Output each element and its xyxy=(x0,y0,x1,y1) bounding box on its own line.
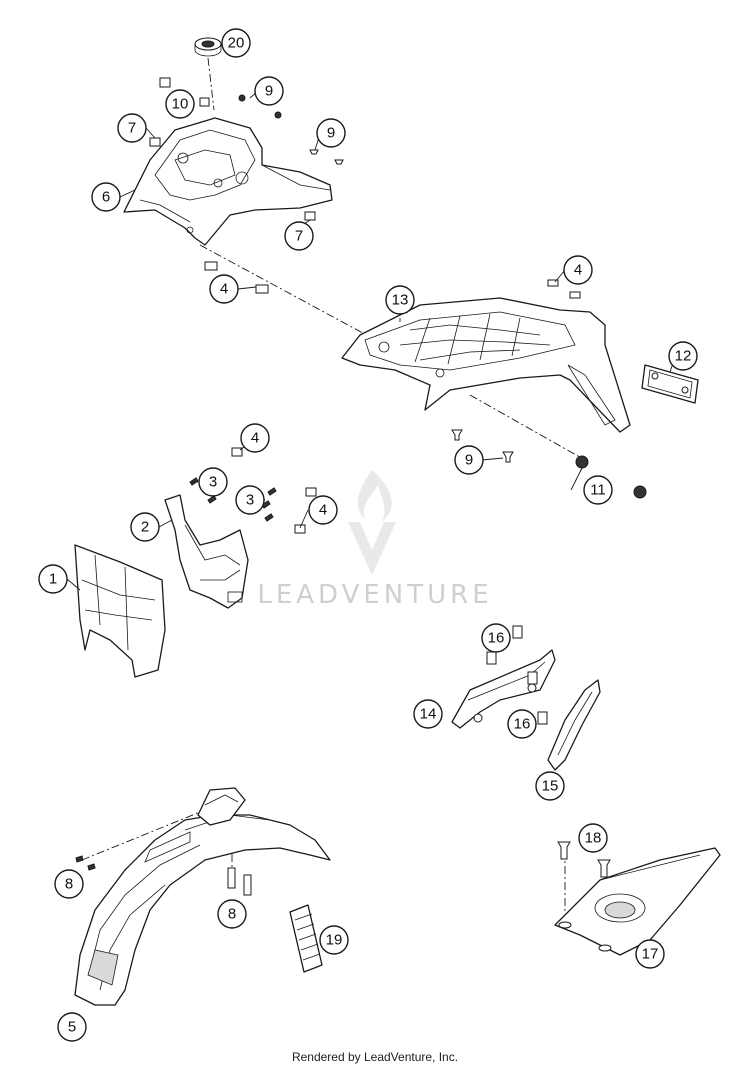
part-grommet xyxy=(194,37,222,57)
watermark-logo xyxy=(348,470,396,575)
callout-11: 11 xyxy=(583,475,613,505)
svg-text:17: 17 xyxy=(642,946,659,963)
svg-text:2: 2 xyxy=(141,519,149,536)
hardware-screws-9-lower xyxy=(451,429,514,463)
hardware-screws-8 xyxy=(75,855,252,896)
callout-3a: 3 xyxy=(198,467,228,497)
assembly-line-20 xyxy=(207,57,215,111)
svg-text:4: 4 xyxy=(319,502,327,519)
svg-text:4: 4 xyxy=(220,281,228,298)
callout-16b: 16 xyxy=(507,709,537,739)
svg-text:20: 20 xyxy=(228,35,245,52)
callout-16a: 16 xyxy=(481,623,511,653)
callout-18: 18 xyxy=(578,823,608,853)
render-credit: Rendered by LeadVenture, Inc. xyxy=(291,1050,459,1064)
callout-20: 20 xyxy=(221,28,251,58)
svg-text:4: 4 xyxy=(251,430,259,447)
svg-text:12: 12 xyxy=(675,348,692,365)
callout-1: 1 xyxy=(38,564,68,594)
svg-text:15: 15 xyxy=(542,778,559,795)
callout-7a: 7 xyxy=(117,113,147,143)
svg-text:16: 16 xyxy=(514,716,531,733)
svg-text:3: 3 xyxy=(246,492,254,509)
svg-text:14: 14 xyxy=(420,706,437,723)
part-side-cover-15 xyxy=(547,679,601,771)
svg-text:13: 13 xyxy=(392,292,409,309)
part-front-fender xyxy=(74,787,331,1006)
part-headlight-mask xyxy=(74,544,166,678)
callout-3b: 3 xyxy=(235,485,265,515)
assembly-line-13-to-11 xyxy=(469,394,586,461)
svg-text:1: 1 xyxy=(49,571,57,588)
callout-15: 15 xyxy=(535,771,565,801)
svg-text:7: 7 xyxy=(295,228,303,245)
callout-10: 10 xyxy=(165,89,195,119)
svg-text:9: 9 xyxy=(265,83,273,100)
callout-13: 13 xyxy=(385,285,415,315)
part-rear-bracket xyxy=(123,117,333,246)
svg-text:9: 9 xyxy=(327,125,335,142)
hardware-clips-4-middle xyxy=(231,447,317,534)
watermark-text: LEADVENTURE xyxy=(257,580,492,610)
callout-9c: 9 xyxy=(454,445,484,475)
svg-text:19: 19 xyxy=(326,932,343,949)
callout-4a: 4 xyxy=(209,274,239,304)
hardware-clip-10 xyxy=(159,77,210,107)
svg-text:3: 3 xyxy=(209,474,217,491)
callout-17: 17 xyxy=(635,939,665,969)
svg-text:5: 5 xyxy=(68,1019,76,1036)
hardware-screws-18 xyxy=(557,841,612,952)
svg-text:18: 18 xyxy=(585,830,602,847)
svg-text:4: 4 xyxy=(574,262,582,279)
callout-19: 19 xyxy=(319,925,349,955)
part-rear-fender xyxy=(341,297,631,433)
svg-text:9: 9 xyxy=(465,452,473,469)
hardware-screws-3 xyxy=(189,477,277,522)
callout-12: 12 xyxy=(668,341,698,371)
hardware-bolts-16 xyxy=(486,625,548,725)
callout-14: 14 xyxy=(413,699,443,729)
callout-8a: 8 xyxy=(54,869,84,899)
callout-6: 6 xyxy=(91,182,121,212)
svg-text:7: 7 xyxy=(128,120,136,137)
assembly-line-8-left xyxy=(81,809,206,861)
svg-text:11: 11 xyxy=(590,482,606,499)
part-reflector xyxy=(641,364,699,404)
callout-4d: 4 xyxy=(308,495,338,525)
hardware-screws-9-top xyxy=(238,94,344,165)
part-side-cover-14 xyxy=(451,649,556,729)
part-headlight-bracket xyxy=(164,494,249,609)
svg-text:8: 8 xyxy=(228,906,236,923)
callout-7b: 7 xyxy=(284,221,314,251)
svg-text:6: 6 xyxy=(102,189,110,206)
callout-9a: 9 xyxy=(254,76,284,106)
svg-text:16: 16 xyxy=(488,630,505,647)
svg-text:10: 10 xyxy=(172,96,189,113)
callout-2: 2 xyxy=(130,512,160,542)
svg-text:8: 8 xyxy=(65,876,73,893)
part-tail-cover xyxy=(554,847,721,956)
part-pad xyxy=(289,904,323,973)
callout-5: 5 xyxy=(57,1012,87,1042)
callout-8b: 8 xyxy=(217,899,247,929)
callout-4c: 4 xyxy=(240,423,270,453)
assembly-line-13-to-6 xyxy=(199,244,386,346)
callout-4b: 4 xyxy=(563,255,593,285)
callout-9b: 9 xyxy=(316,118,346,148)
